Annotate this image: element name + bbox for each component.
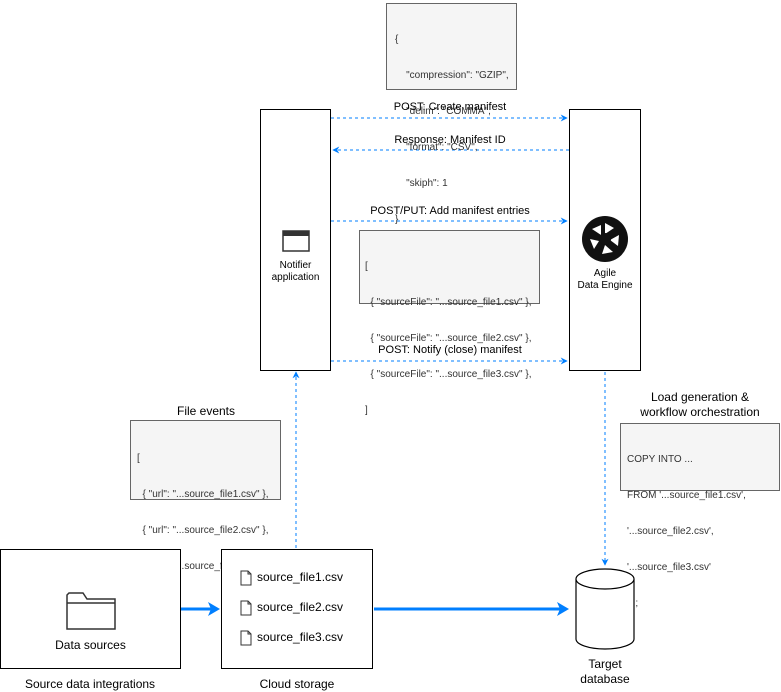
manifest-json-line: { <box>395 34 399 45</box>
notifier-application-box[interactable]: Notifier application <box>260 109 331 371</box>
aperture-icon <box>582 216 628 262</box>
data-sources-label: Data sources <box>55 638 126 652</box>
file-name: source_file2.csv <box>257 600 344 615</box>
manifest-entries-line: { "sourceFile": "...source_file3.csv" }, <box>365 369 532 380</box>
manifest-entries-line: { "sourceFile": "...source_file1.csv" }, <box>365 297 532 308</box>
target-database-label-line1: Target <box>588 657 622 671</box>
load-generation-line: '...source_file3.csv' <box>627 562 711 573</box>
ade-label-line1: Agile <box>593 268 617 279</box>
label-response-manifest-id: Response: Manifest ID <box>394 134 506 146</box>
file-events-line: { "url": "...source_file1.csv" }, <box>137 489 269 500</box>
file-row[interactable]: source_file3.csv <box>240 630 343 646</box>
label-add-entries: POST/PUT: Add manifest entries <box>370 205 530 217</box>
database-icon[interactable] <box>574 567 636 651</box>
manifest-entries-line: { "sourceFile": "...source_file2.csv" }, <box>365 333 532 344</box>
load-generation-line: '...source_file2.csv', <box>627 526 714 537</box>
agile-data-engine-box[interactable]: Agile Data Engine <box>569 109 641 371</box>
load-generation-line: FROM '...source_file1.csv', <box>627 490 746 501</box>
file-events-line: [ <box>137 453 140 464</box>
file-icon <box>240 570 252 586</box>
target-database-label-line2: database <box>580 672 630 686</box>
manifest-entries-line: [ <box>365 261 368 272</box>
file-name: source_file3.csv <box>257 630 344 645</box>
load-generation-line: ...; <box>627 598 771 610</box>
notifier-label-line2: application <box>271 272 320 283</box>
file-events-line: { "url": "...source_file2.csv" }, <box>137 525 269 536</box>
manifest-json-line: } <box>395 214 399 225</box>
manifest-json-line: "format": "CSV", <box>395 142 478 153</box>
file-icon <box>240 600 252 616</box>
source-data-integrations-caption: Source data integrations <box>24 677 156 691</box>
folder-icon <box>66 592 116 630</box>
manifest-entries-line: ] <box>365 405 368 416</box>
ade-label-line2: Data Engine <box>577 280 633 291</box>
load-generation-title-line1: Load generation & <box>650 390 750 404</box>
notifier-label-line1: Notifier <box>279 260 312 271</box>
file-row[interactable]: source_file2.csv <box>240 600 343 616</box>
cloud-storage-caption: Cloud storage <box>259 677 335 691</box>
load-generation-line: COPY INTO ... <box>627 454 693 465</box>
file-events-note: [ { "url": "...source_file1.csv" }, { "u… <box>130 420 281 608</box>
label-create-manifest: POST: Create manifest <box>393 101 507 113</box>
data-sources-box[interactable]: Data sources <box>0 549 181 669</box>
load-generation-title-line2: workflow orchestration <box>640 405 760 419</box>
file-events-title: File events <box>176 404 236 418</box>
manifest-json-line: "delim": "COMMA", <box>395 106 491 117</box>
manifest-json-line: "skiph": 1 <box>395 178 448 189</box>
label-notify-manifest: POST: Notify (close) manifest <box>378 344 522 356</box>
load-generation-note: COPY INTO ... FROM '...source_file1.csv'… <box>620 423 780 609</box>
manifest-entries-note: [ { "sourceFile": "...source_file1.csv" … <box>359 230 540 416</box>
window-icon <box>282 230 310 252</box>
file-icon <box>240 630 252 646</box>
manifest-json-note: { "compression": "GZIP", "delim": "COMMA… <box>386 3 517 225</box>
manifest-json-line: "compression": "GZIP", <box>395 70 509 81</box>
file-row[interactable]: source_file1.csv <box>240 570 343 586</box>
file-name: source_file1.csv <box>257 570 344 585</box>
